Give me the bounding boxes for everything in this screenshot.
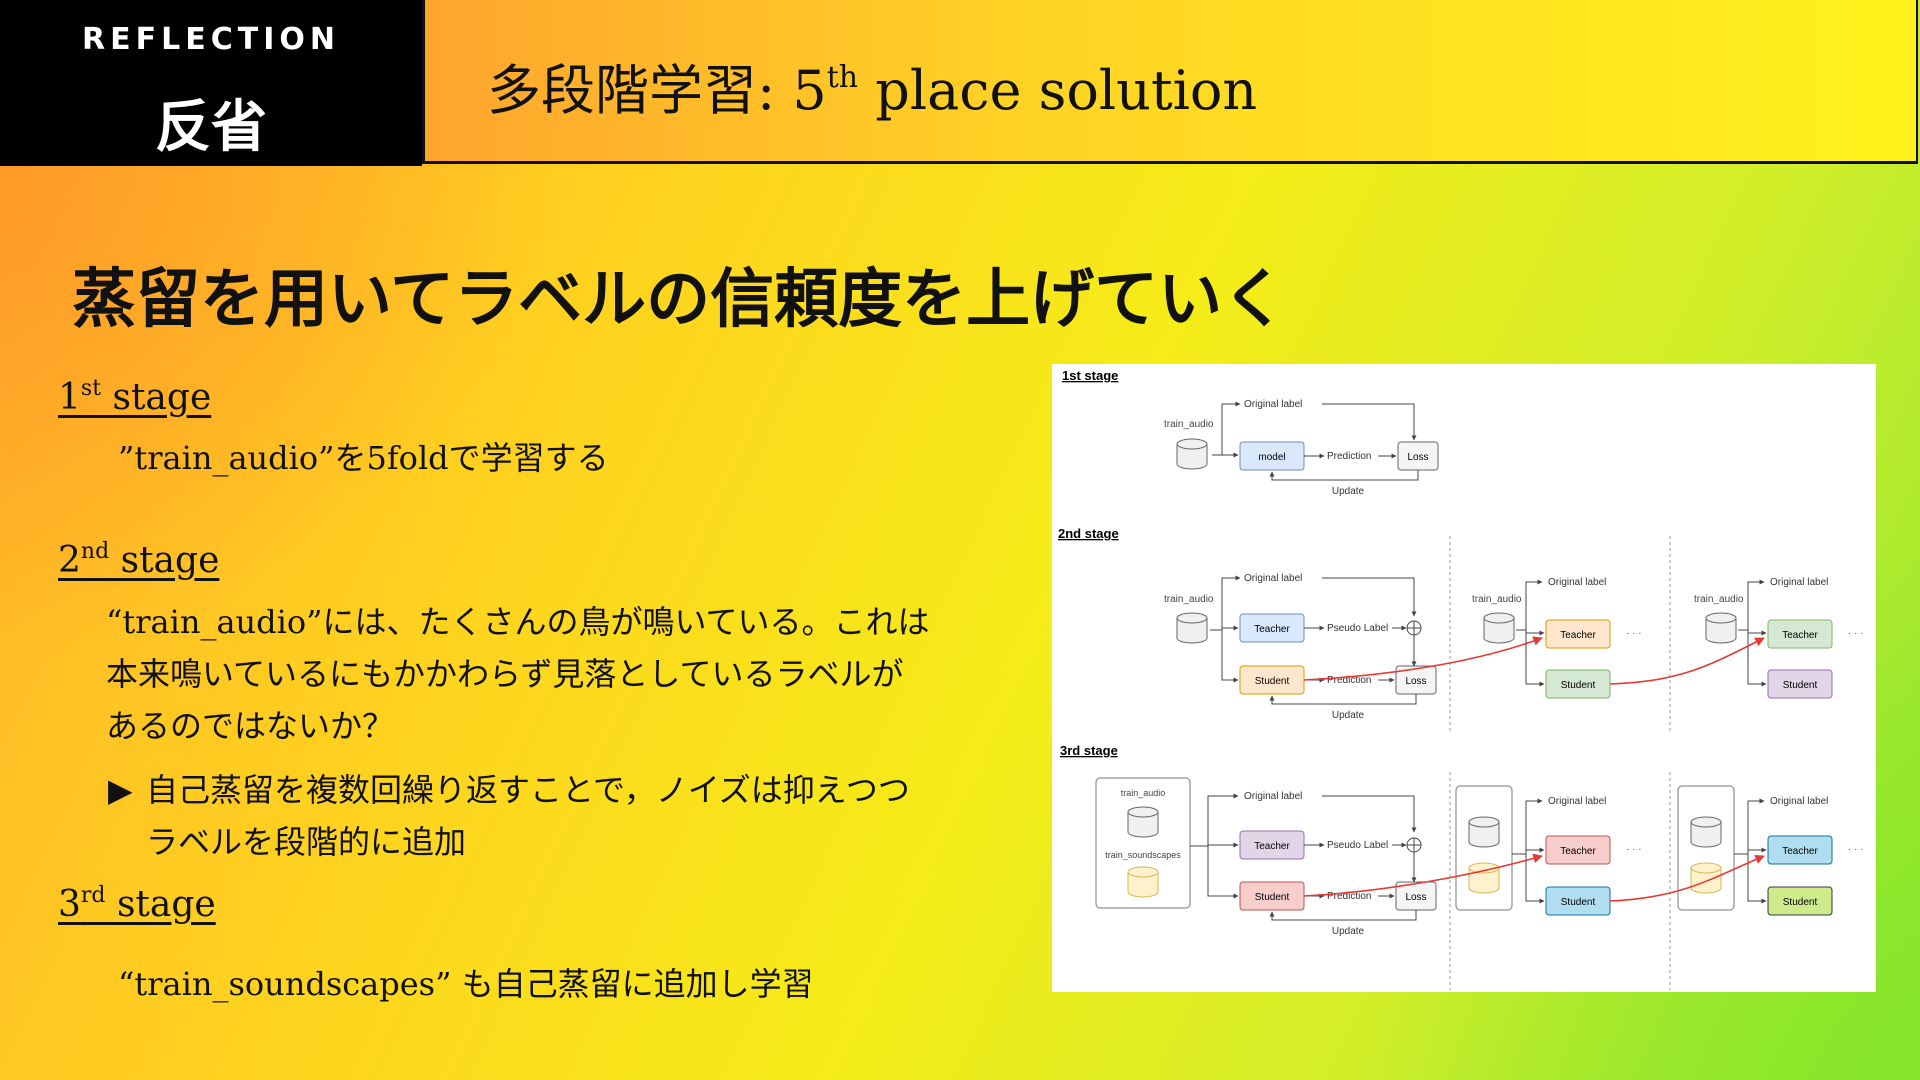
s3-iter3-teacher-label: Teacher bbox=[1782, 846, 1818, 857]
brand-japanese: 反省 bbox=[155, 95, 267, 160]
s3-prediction-label: Prediction bbox=[1327, 891, 1371, 902]
stage-1-word: stage bbox=[101, 377, 212, 418]
s1-loss-label: Loss bbox=[1407, 452, 1428, 463]
brand-block: REFLECTION 反省 bbox=[0, 0, 422, 166]
s2-iter3-database-icon bbox=[1705, 612, 1737, 644]
s2-teacher-label: Teacher bbox=[1254, 624, 1290, 635]
top-bar: REFLECTION 反省 多段階学習: 5th place solution bbox=[0, 0, 1920, 166]
stage-3-sup: rd bbox=[80, 883, 106, 908]
s2-original-label: Original label bbox=[1244, 573, 1302, 584]
s3-iter3-audio-database-icon bbox=[1690, 816, 1722, 848]
s3-distill-arrow-1 bbox=[1303, 853, 1543, 897]
stage-1-text: ”train_audio”を5foldで学習する bbox=[118, 439, 609, 477]
s2-iter3-teacher-label: Teacher bbox=[1782, 630, 1818, 641]
s3-audio-database-icon bbox=[1127, 806, 1159, 838]
s2-update-label: Update bbox=[1332, 710, 1365, 721]
stage-3-heading: 3rd stage bbox=[58, 883, 216, 925]
slide-subtitle: 蒸留を用いてラベルの信頼度を上げていく bbox=[72, 263, 1287, 337]
s2-iter2-teacher-box bbox=[1545, 619, 1611, 649]
s2-distill-arrow-1 bbox=[1303, 636, 1543, 681]
s2-iter3-student-label: Student bbox=[1783, 680, 1818, 691]
s3-soundscapes-database-icon bbox=[1127, 866, 1159, 898]
pipeline-diagram-svg: 1st stage train_audio Original label mod… bbox=[1058, 368, 1864, 990]
pipeline-diagram: 1st stage train_audio Original label mod… bbox=[1052, 364, 1876, 992]
s2-iter2-student-label: Student bbox=[1561, 680, 1596, 691]
s2-iter3-teacher-box bbox=[1767, 619, 1833, 649]
s3-iter3-soundscapes-database-icon bbox=[1690, 862, 1722, 894]
stage-2-bullet-line-1: 自己蒸留を複数回繰り返すことで，ノイズは抑えつつ bbox=[146, 771, 910, 809]
s2-distill-arrow-2 bbox=[1609, 637, 1765, 685]
stage-2-number: 2 bbox=[58, 540, 81, 581]
s3-iter3-student-box bbox=[1767, 886, 1833, 916]
s1-update-label: Update bbox=[1332, 486, 1365, 497]
stage-2-heading: 2nd stage bbox=[58, 539, 219, 581]
s3-train-audio-label: train_audio bbox=[1121, 788, 1166, 798]
s1-database-icon bbox=[1176, 438, 1208, 470]
s3-student-label: Student bbox=[1255, 892, 1290, 903]
title-superscript: th bbox=[826, 60, 859, 95]
s2-iter3-dots: · · · bbox=[1848, 628, 1864, 639]
s3-iter2-teacher-box bbox=[1545, 835, 1611, 865]
s2-iter2-train-audio-label: train_audio bbox=[1472, 594, 1522, 605]
s1-train-audio-label: train_audio bbox=[1164, 419, 1214, 430]
s2-iter3-original-label: Original label bbox=[1770, 577, 1828, 588]
title-prefix: 多段階学習: 5 bbox=[487, 59, 827, 122]
s2-train-audio-label: train_audio bbox=[1164, 594, 1214, 605]
stage-3-text: “train_soundscapes” も自己蒸留に追加し学習 bbox=[118, 965, 814, 1003]
stage-2-bullet-line-2: ラベルを段階的に追加 bbox=[146, 823, 467, 861]
s3-iter3-dots: · · · bbox=[1848, 844, 1864, 855]
s3-loss-label: Loss bbox=[1405, 892, 1426, 903]
s2-database-icon bbox=[1176, 612, 1208, 644]
stage-2-line-2: 本来鳴いているにもかかわらず見落としているラベルが bbox=[106, 655, 904, 693]
s2-loss-label: Loss bbox=[1405, 676, 1426, 687]
page-title: 多段階学習: 5th place solution bbox=[487, 46, 1257, 125]
s3-iter2-soundscapes-database-icon bbox=[1468, 862, 1500, 894]
s3-train-soundscapes-label: train_soundscapes bbox=[1105, 850, 1181, 860]
s3-iter3-original-label: Original label bbox=[1770, 796, 1828, 807]
fig-stage-3-label: 3rd stage bbox=[1060, 743, 1118, 758]
s2-iter2-teacher-label: Teacher bbox=[1560, 630, 1596, 641]
title-suffix: place solution bbox=[858, 59, 1258, 122]
s3-iter2-teacher-label: Teacher bbox=[1560, 846, 1596, 857]
s1-prediction-label: Prediction bbox=[1327, 451, 1371, 462]
s3-teacher-label: Teacher bbox=[1254, 841, 1290, 852]
fig-stage-1-label: 1st stage bbox=[1062, 368, 1118, 383]
s2-iter2-database-icon bbox=[1483, 612, 1515, 644]
s2-pseudo-label: Pseudo Label bbox=[1327, 623, 1388, 634]
s3-iter3-teacher-box bbox=[1767, 835, 1833, 865]
s3-iter3-student-label: Student bbox=[1783, 897, 1818, 908]
s1-model-label: model bbox=[1258, 452, 1285, 463]
s2-iter2-original-label: Original label bbox=[1548, 577, 1606, 588]
s3-iter2-dots: · · · bbox=[1626, 844, 1642, 855]
stage-1-number: 1 bbox=[58, 377, 81, 418]
bullet-marker: ▶ bbox=[108, 771, 133, 809]
title-box: 多段階学習: 5th place solution bbox=[422, 0, 1918, 164]
s2-combine-icon bbox=[1406, 620, 1422, 636]
s3-original-label: Original label bbox=[1244, 791, 1302, 802]
stage-3-word: stage bbox=[105, 884, 216, 925]
s3-pseudo-label: Pseudo Label bbox=[1327, 840, 1388, 851]
stage-3-number: 3 bbox=[58, 884, 81, 925]
stage-2-line-3: あるのではないか？ bbox=[106, 707, 395, 745]
stage-1-heading: 1st stage bbox=[58, 376, 211, 418]
s3-iter2-student-label: Student bbox=[1561, 897, 1596, 908]
stage-1-sup: st bbox=[80, 376, 102, 401]
s3-iter2-audio-database-icon bbox=[1468, 816, 1500, 848]
stage-2-line-1: “train_audio”には、たくさんの鳥が鳴いている。これは bbox=[106, 603, 930, 641]
stage-2-sup: nd bbox=[80, 539, 110, 564]
s3-combine-icon bbox=[1406, 837, 1422, 853]
stage-2-word: stage bbox=[109, 540, 220, 581]
s2-student-label: Student bbox=[1255, 676, 1290, 687]
s3-update-label: Update bbox=[1332, 926, 1365, 937]
s2-iter3-train-audio-label: train_audio bbox=[1694, 594, 1744, 605]
brand-english: REFLECTION bbox=[82, 22, 340, 57]
s3-distill-arrow-2 bbox=[1609, 854, 1765, 902]
s2-iter2-dots: · · · bbox=[1626, 628, 1642, 639]
s2-prediction-label: Prediction bbox=[1327, 675, 1371, 686]
s3-iter2-original-label: Original label bbox=[1548, 796, 1606, 807]
fig-stage-2-label: 2nd stage bbox=[1058, 526, 1119, 541]
s1-original-label: Original label bbox=[1244, 399, 1302, 410]
s3-dataset-box bbox=[1095, 777, 1191, 909]
s2-iter3-student-box bbox=[1767, 669, 1833, 699]
